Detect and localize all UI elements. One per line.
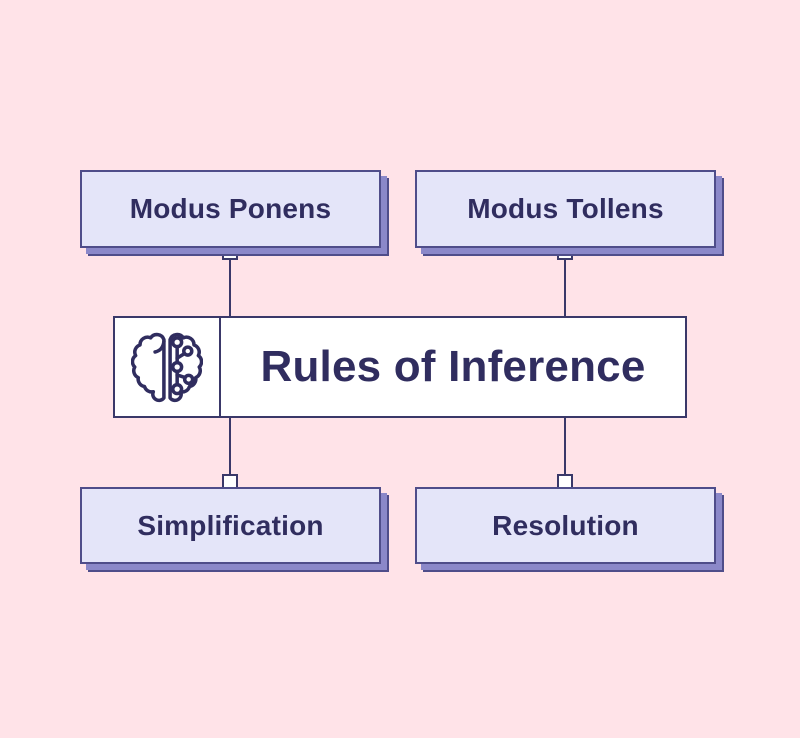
icon-cell: [115, 318, 221, 416]
node-label: Simplification: [137, 509, 324, 541]
connector-top-left: [229, 249, 231, 316]
connector-bottom-right: [564, 418, 566, 487]
connector-bottom-left: [229, 418, 231, 487]
connector-top-right: [564, 249, 566, 316]
node-label: Modus Tollens: [467, 193, 664, 224]
center-title-box: Rules of Inference: [113, 316, 687, 418]
diagram-title: Rules of Inference: [260, 342, 646, 391]
node-resolution: Resolution: [415, 487, 716, 564]
node-modus-ponens: Modus Ponens: [80, 170, 381, 248]
node-simplification: Simplification: [80, 487, 381, 564]
node-modus-tollens: Modus Tollens: [415, 170, 716, 248]
node-label: Modus Ponens: [129, 193, 332, 224]
node-label: Resolution: [492, 509, 639, 541]
ai-brain-icon: [131, 332, 203, 403]
